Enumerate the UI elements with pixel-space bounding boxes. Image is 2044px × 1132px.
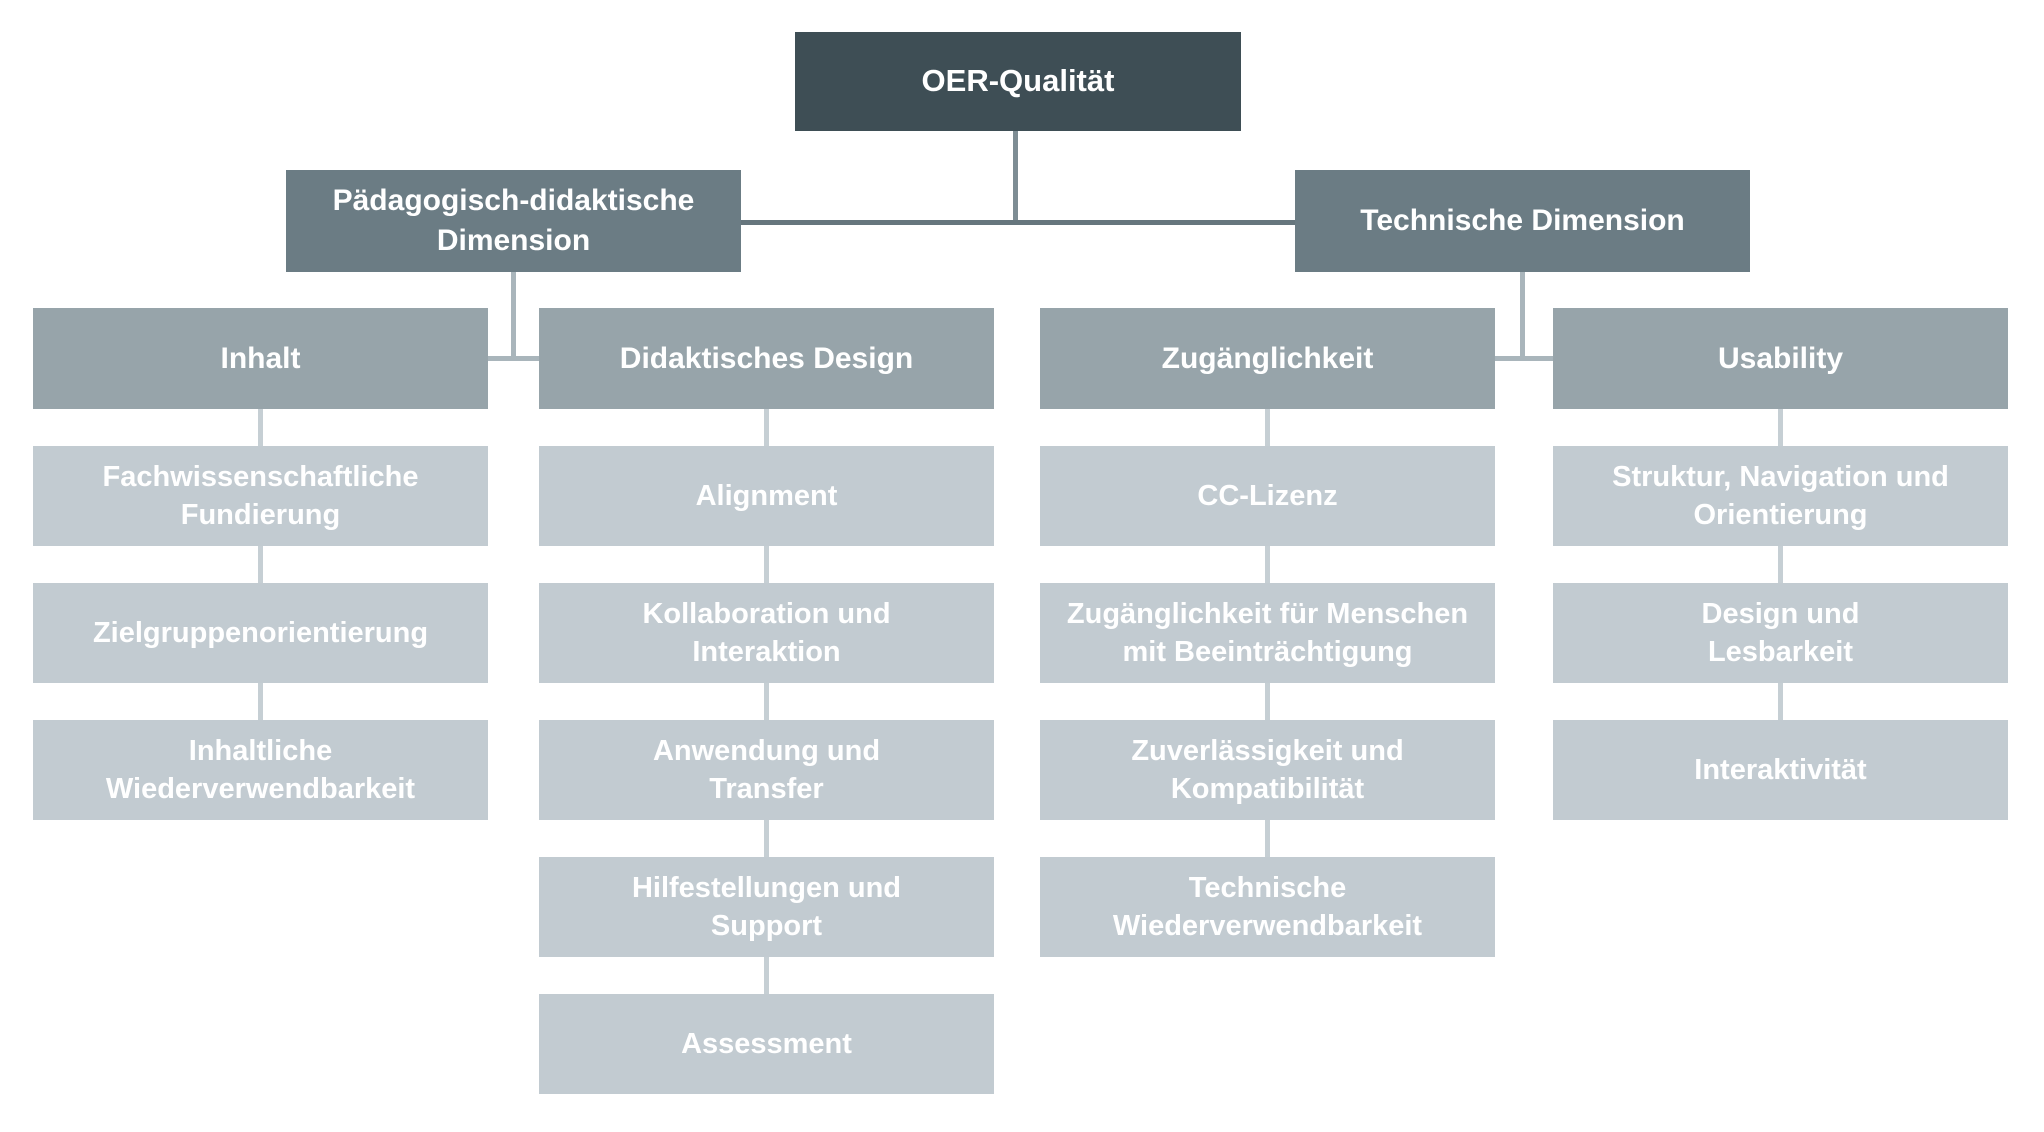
- category-box-usability: Usability: [1553, 308, 2008, 409]
- connector-zugang-3: [1265, 683, 1270, 720]
- root-box-oer-qualitaet: OER-Qualität: [795, 32, 1241, 131]
- connector-usability-3: [1778, 683, 1783, 720]
- connector-inhalt-3: [258, 683, 263, 720]
- criterion-box-anwendung-transfer: Anwendung und Transfer: [539, 720, 994, 820]
- criterion-box-hilfestellungen-support: Hilfestellungen und Support: [539, 857, 994, 957]
- category-box-zugaenglichkeit: Zugänglichkeit: [1040, 308, 1495, 409]
- connector-didaktik-1: [764, 409, 769, 446]
- connector-usability-2: [1778, 546, 1783, 583]
- category-box-inhalt: Inhalt: [33, 308, 488, 409]
- connector-zugang-4: [1265, 820, 1270, 857]
- connector-root-vertical: [1013, 131, 1018, 223]
- criterion-box-struktur-navigation-orientierung: Struktur, Navigation und Orientierung: [1553, 446, 2008, 546]
- criterion-box-kollaboration-interaktion: Kollaboration und Interaktion: [539, 583, 994, 683]
- criterion-box-alignment: Alignment: [539, 446, 994, 546]
- criterion-box-inhaltliche-wiederverwendbarkeit: Inhaltliche Wiederverwendbarkeit: [33, 720, 488, 820]
- criterion-box-zielgruppenorientierung: Zielgruppenorientierung: [33, 583, 488, 683]
- connector-didaktik-2: [764, 546, 769, 583]
- criterion-box-technische-wiederverwendbarkeit: Technische Wiederverwendbarkeit: [1040, 857, 1495, 957]
- connector-didaktik-3: [764, 683, 769, 720]
- criterion-box-cc-lizenz: CC-Lizenz: [1040, 446, 1495, 546]
- connector-didaktik-4: [764, 820, 769, 857]
- dimension-box-technisch: Technische Dimension: [1295, 170, 1750, 272]
- connector-paedagogisch-horizontal: [488, 356, 539, 361]
- connector-zugang-1: [1265, 409, 1270, 446]
- connector-didaktik-5: [764, 957, 769, 994]
- criterion-box-assessment: Assessment: [539, 994, 994, 1094]
- criterion-box-zuverlaessigkeit-kompatibilitaet: Zuverlässigkeit und Kompatibilität: [1040, 720, 1495, 820]
- connector-inhalt-2: [258, 546, 263, 583]
- criterion-box-zugaenglichkeit-beeintraechtigung: Zugänglichkeit für Menschen mit Beeinträ…: [1040, 583, 1495, 683]
- connector-technisch-vertical: [1520, 272, 1525, 360]
- category-box-didaktisches-design: Didaktisches Design: [539, 308, 994, 409]
- criterion-box-design-lesbarkeit: Design und Lesbarkeit: [1553, 583, 2008, 683]
- connector-usability-1: [1778, 409, 1783, 446]
- connector-dimensions-horizontal: [741, 220, 1295, 225]
- criterion-box-fachwissenschaftliche-fundierung: Fachwissenschaftliche Fundierung: [33, 446, 488, 546]
- connector-technisch-horizontal: [1495, 356, 1553, 361]
- connector-zugang-2: [1265, 546, 1270, 583]
- criterion-box-interaktivitaet: Interaktivität: [1553, 720, 2008, 820]
- dimension-box-paedagogisch-didaktisch: Pädagogisch-didaktische Dimension: [286, 170, 741, 272]
- connector-paedagogisch-vertical: [511, 272, 516, 360]
- connector-inhalt-1: [258, 409, 263, 446]
